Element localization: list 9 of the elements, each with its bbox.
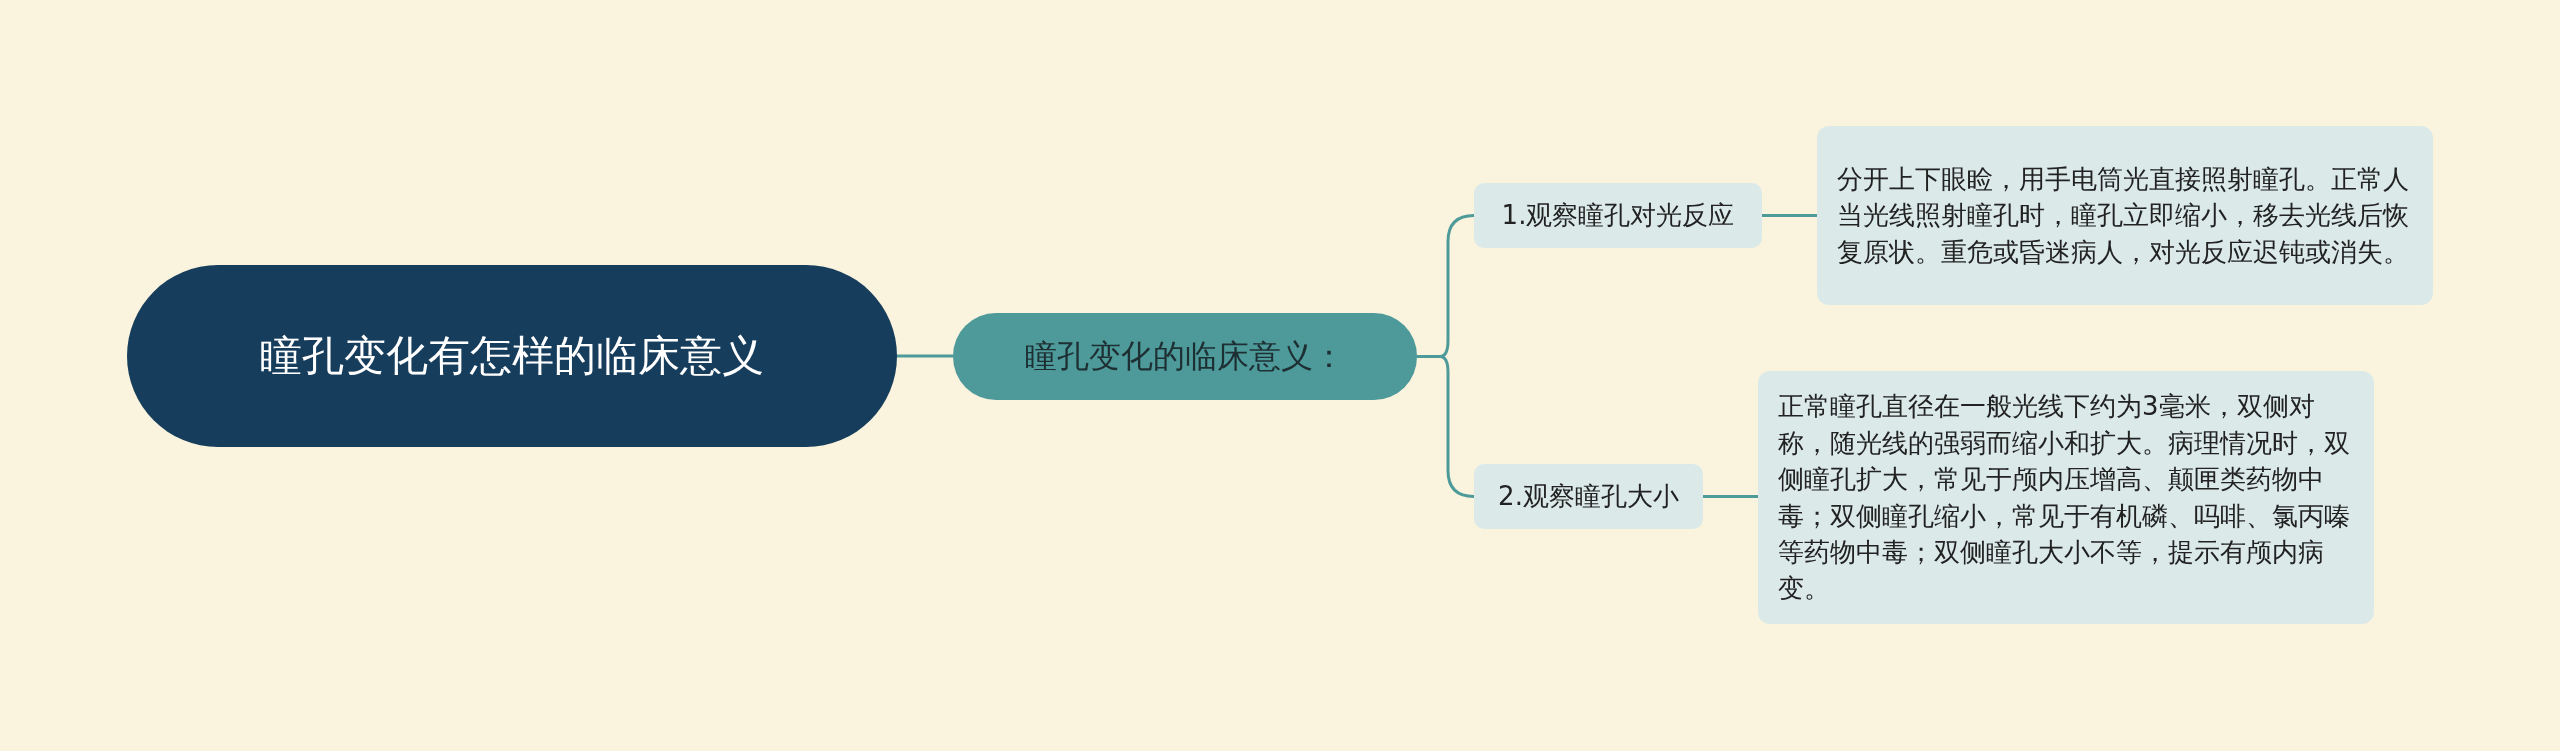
root-topic-box: 瞳孔变化有怎样的临床意义 <box>127 265 897 447</box>
subtopic-box: 1.观察瞳孔对光反应 <box>1474 183 1762 248</box>
connector-line <box>1762 214 1817 217</box>
connector-line <box>1703 495 1758 498</box>
note-box: 分开上下眼睑，用手电筒光直接照射瞳孔。正常人当光线照射瞳孔时，瞳孔立即缩小，移去光线后恢复原状。重危或昏迷病人，对光反应迟钝或消失。 <box>1817 126 2433 305</box>
subtopic-box: 2.观察瞳孔大小 <box>1474 464 1703 529</box>
topic-box: 瞳孔变化的临床意义： <box>953 313 1417 400</box>
connector-line <box>897 354 953 358</box>
note-box: 正常瞳孔直径在一般光线下约为3毫米，双侧对称，随光线的强弱而缩小和扩大。病理情况时，双侧瞳孔扩大，常见于颅内压增高、颠匣类药物中毒；双侧瞳孔缩小，常见于有机磷、吗啡、氯丙嗪等药物中毒；双侧瞳孔大小不等，提示有颅内病变。 <box>1758 371 2374 624</box>
